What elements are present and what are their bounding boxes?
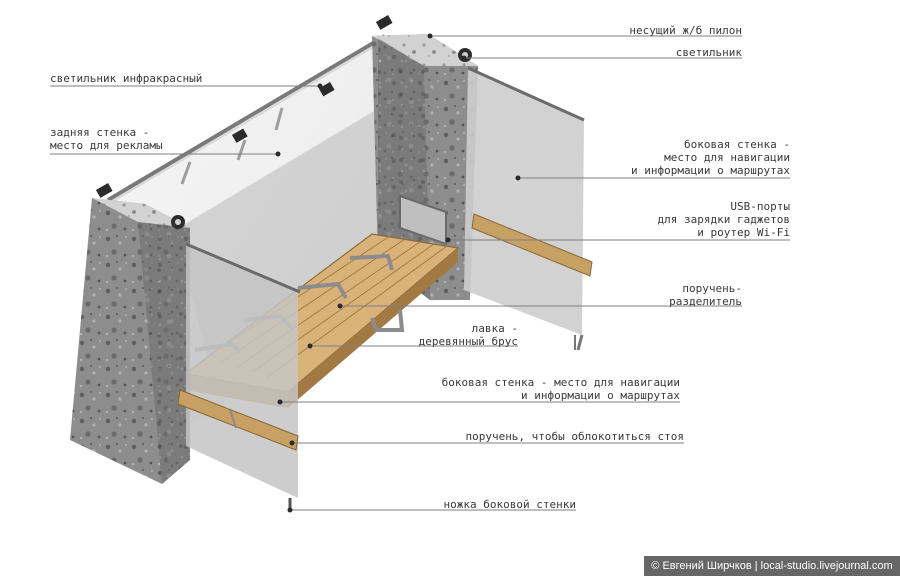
label-back-wall: задняя стенка - место для рекламы <box>50 126 163 152</box>
label-side-wall-front: боковая стенка - место для навигации и и… <box>441 376 680 402</box>
label-handrail: поручень, чтобы облокотиться стоя <box>465 430 684 443</box>
handrail-front <box>177 389 299 451</box>
label-usb: USB-порты для зарядки гаджетов и роутер … <box>657 200 790 239</box>
label-pylon: несущий ж/б пилон <box>629 24 742 37</box>
usb-panel <box>399 194 447 246</box>
label-ir-lamp: светильник инфракрасный <box>50 72 203 85</box>
ir-lamp-icon <box>95 15 393 198</box>
credit-banner: © Евгений Ширчков | local-studio.livejou… <box>644 556 900 576</box>
side-wall-right <box>464 68 584 335</box>
label-leg: ножка боковой стенки <box>443 498 576 511</box>
label-side-wall-right: боковая стенка - место для навигации и и… <box>631 138 790 177</box>
label-bench: лавка - деревянный брус <box>418 322 518 348</box>
handrail-right <box>471 213 593 277</box>
label-divider: поручень- разделитель <box>669 282 742 308</box>
label-lamp: светильник <box>675 46 742 59</box>
leader-lines <box>50 35 790 511</box>
